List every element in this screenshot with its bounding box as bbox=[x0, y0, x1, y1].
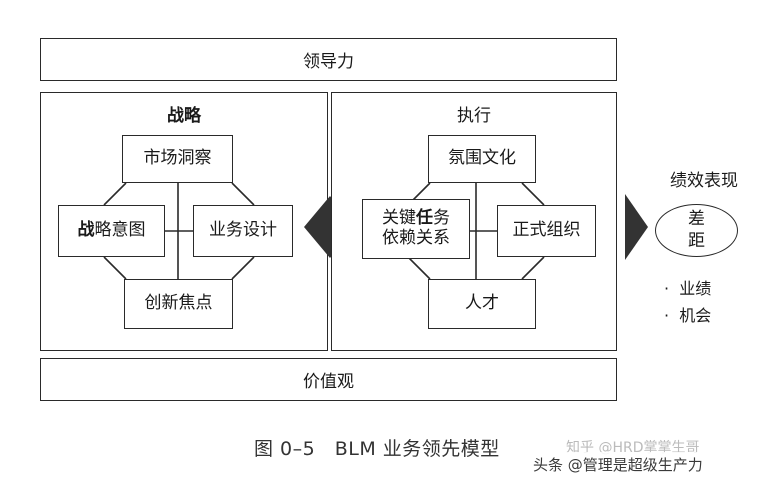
gap-line1: 差 bbox=[688, 209, 705, 230]
values-label: 价值观 bbox=[303, 372, 354, 392]
strategic-intent-node: 战略意图 bbox=[58, 205, 165, 257]
formal-org-label: 正式组织 bbox=[512, 220, 581, 241]
talent-label: 人才 bbox=[465, 293, 499, 314]
figure-caption: 图 0–5 BLM 业务领先模型 bbox=[254, 438, 500, 460]
critical-tasks-line1: 关键任务 bbox=[382, 208, 450, 229]
talent-node: 人才 bbox=[428, 279, 536, 329]
strategic-intent-label: 战略意图 bbox=[77, 220, 146, 241]
climate-culture-node: 氛围文化 bbox=[428, 135, 536, 183]
watermark-bar bbox=[527, 452, 759, 476]
bullet-text: 业绩 bbox=[679, 279, 712, 298]
execution-title: 执行 bbox=[457, 106, 491, 126]
bullet-item: · 业绩 bbox=[664, 275, 711, 299]
innovation-focus-node: 创新焦点 bbox=[124, 279, 233, 329]
critical-tasks-line2: 依赖关系 bbox=[382, 228, 450, 248]
leadership-label: 领导力 bbox=[303, 52, 354, 72]
market-insight-label: 市场洞察 bbox=[143, 148, 212, 169]
bullet-item: · 机会 bbox=[664, 302, 711, 326]
bullet-text: 机会 bbox=[679, 306, 712, 325]
watermark-toutiao: 头条 @管理是超级生产力 bbox=[533, 456, 703, 474]
bullet-dot: · bbox=[664, 279, 680, 298]
gap-ellipse: 差 距 bbox=[655, 204, 738, 257]
innovation-focus-label: 创新焦点 bbox=[144, 293, 213, 314]
bullet-dot: · bbox=[664, 306, 680, 325]
leadership-band: 领导力 bbox=[40, 38, 617, 81]
business-design-label: 业务设计 bbox=[209, 220, 277, 241]
strategy-title: 战略 bbox=[167, 106, 201, 126]
gap-line2: 距 bbox=[688, 230, 705, 251]
business-design-node: 业务设计 bbox=[193, 205, 293, 257]
formal-org-node: 正式组织 bbox=[497, 205, 596, 257]
climate-culture-label: 氛围文化 bbox=[448, 148, 516, 169]
critical-tasks-node: 关键任务 依赖关系 bbox=[362, 199, 470, 259]
performance-title: 绩效表现 bbox=[670, 171, 738, 191]
values-band: 价值观 bbox=[40, 358, 617, 401]
market-insight-node: 市场洞察 bbox=[122, 135, 233, 183]
